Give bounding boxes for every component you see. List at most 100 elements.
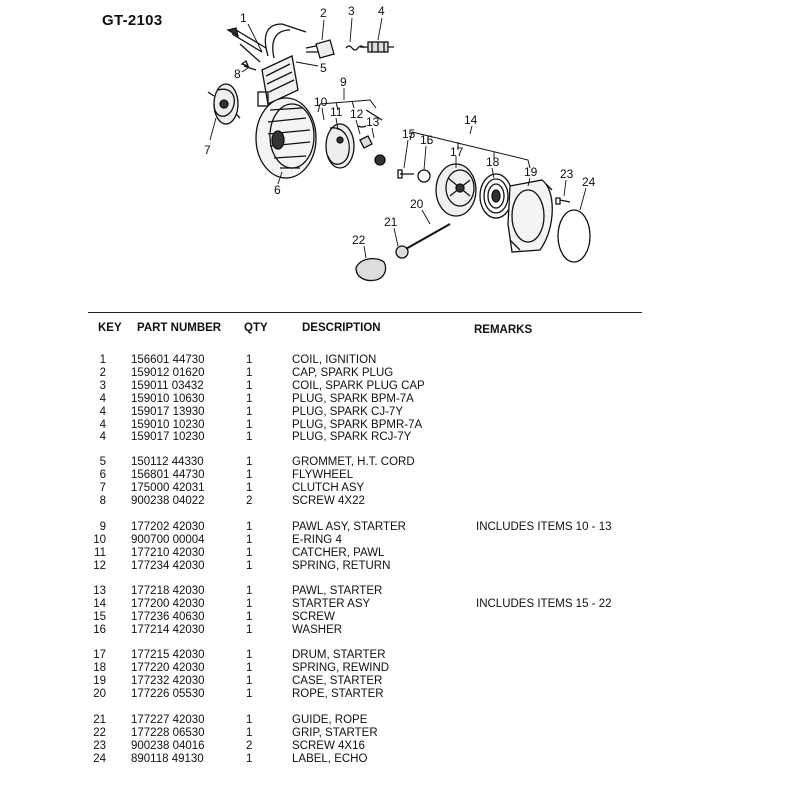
ignition-coil-drawing: [226, 23, 307, 107]
cell-part-number: 177227 42030: [131, 714, 205, 726]
cell-part-number: 159010 10230: [131, 418, 205, 431]
cell-qty: 1: [246, 405, 253, 418]
cell-key: 21: [93, 714, 106, 726]
rope-guide-drawing: [395, 245, 409, 259]
callout-19: 19: [524, 165, 538, 179]
callout-4: 4: [378, 4, 385, 18]
callout-23: 23: [560, 167, 574, 181]
cell-description: SCREW 4X22: [292, 494, 365, 507]
cell-qty: 1: [246, 366, 253, 379]
cell-part-number: 159011 03432: [131, 379, 204, 392]
cell-part-number: 177210 42030: [131, 546, 205, 559]
cell-qty: 1: [246, 468, 253, 481]
cell-key: 19: [93, 674, 106, 687]
screw-drawing: [240, 59, 257, 71]
cell-qty: 2: [246, 494, 253, 507]
starter-grip-drawing: [355, 257, 387, 282]
cell-part-number: 177226 05530: [131, 687, 205, 700]
cell-part-number: 900700 00004: [131, 533, 205, 546]
cell-part-number: 177202 42030: [131, 521, 205, 533]
cell-description: GUIDE, ROPE: [292, 714, 368, 726]
cell-key: 23: [93, 739, 106, 752]
cell-description: LABEL, ECHO: [292, 752, 368, 765]
callout-20: 20: [410, 197, 424, 211]
cell-qty: 1: [246, 687, 253, 700]
callout-24: 24: [582, 175, 596, 189]
cell-qty: 1: [246, 585, 253, 597]
cell-qty: 1: [246, 559, 253, 572]
cell-description: STARTER ASY: [292, 597, 371, 610]
cell-qty: 1: [246, 418, 253, 431]
cell-key: 10: [93, 533, 106, 546]
cell-key: 18: [93, 661, 106, 674]
callout-11: 11: [330, 105, 343, 119]
cell-key: 9: [99, 521, 106, 533]
cell-key: 3: [99, 379, 106, 392]
spark-plug-drawing: [360, 41, 394, 53]
cell-qty: 1: [246, 623, 253, 636]
callout-2: 2: [320, 6, 327, 20]
cell-key: 13: [93, 585, 106, 597]
cell-qty: 1: [246, 674, 253, 687]
model-number: GT-2103: [102, 12, 163, 29]
clutch-assembly-drawing: [207, 83, 241, 125]
cell-qty: 1: [246, 714, 253, 726]
cell-qty: 2: [246, 739, 253, 752]
label-drawing: [557, 209, 591, 263]
cell-qty: 1: [246, 456, 253, 468]
header-remarks: REMARKS: [474, 324, 533, 336]
spark-plug-cap-drawing: [305, 39, 335, 59]
cell-key: 12: [93, 559, 106, 572]
cell-part-number: 159010 10630: [131, 392, 205, 405]
cell-description: CASE, STARTER: [292, 674, 383, 687]
cell-part-number: 177220 42030: [131, 661, 205, 674]
cell-key: 17: [93, 649, 106, 661]
cell-qty: 1: [246, 379, 253, 392]
cell-part-number: 159017 13930: [131, 405, 205, 418]
callout-10: 10: [314, 95, 328, 109]
header-description: DESCRIPTION: [302, 322, 381, 334]
callout-9: 9: [340, 75, 347, 89]
cell-qty: 1: [246, 533, 253, 546]
cell-part-number: 177200 42030: [131, 597, 205, 610]
cell-part-number: 159012 01620: [131, 366, 205, 379]
cell-description: GRIP, STARTER: [292, 726, 378, 739]
cell-part-number: 177228 06530: [131, 726, 205, 739]
cell-qty: 1: [246, 597, 253, 610]
cell-description: PLUG, SPARK RCJ-7Y: [292, 431, 412, 444]
callout-numbers: 1 2 3 4 5 6 7 8 9 10 11 12 13 14 15 16 1…: [204, 4, 596, 247]
cell-description: E-RING 4: [292, 533, 342, 546]
cell-part-number: 159017 10230: [131, 431, 205, 444]
cell-qty: 1: [246, 661, 253, 674]
header-part-number: PART NUMBER: [137, 322, 222, 334]
cell-key: 14: [93, 597, 106, 610]
cell-key: 15: [93, 610, 106, 623]
cell-part-number: 177232 42030: [131, 674, 205, 687]
cell-description: SCREW 4X16: [292, 739, 365, 752]
callout-22: 22: [352, 233, 366, 247]
cell-part-number: 177236 40630: [131, 610, 205, 623]
cell-qty: 1: [246, 354, 253, 366]
cell-description: SPRING, REWIND: [292, 661, 390, 674]
cell-description: PLUG, SPARK CJ-7Y: [292, 405, 403, 418]
cell-key: 4: [99, 431, 106, 444]
cell-description: COIL, IGNITION: [292, 354, 377, 366]
cell-key: 8: [99, 494, 106, 507]
cell-description: PLUG, SPARK BPMR-7A: [292, 418, 423, 431]
cell-description: WASHER: [292, 623, 343, 636]
cell-qty: 1: [246, 610, 253, 623]
callout-13: 13: [366, 115, 380, 129]
cell-key: 7: [99, 481, 106, 494]
callout-16: 16: [420, 133, 434, 147]
cell-key: 5: [99, 456, 106, 468]
cell-key: 20: [93, 687, 106, 700]
cap-spring-drawing: [345, 45, 365, 51]
cell-description: FLYWHEEL: [292, 468, 354, 481]
cell-key: 1: [99, 354, 106, 366]
cell-part-number: 175000 42031: [131, 481, 205, 494]
callout-15: 15: [402, 127, 416, 141]
cell-description: CATCHER, PAWL: [292, 546, 385, 559]
callout-12: 12: [350, 107, 364, 121]
callout-1: 1: [240, 11, 247, 25]
